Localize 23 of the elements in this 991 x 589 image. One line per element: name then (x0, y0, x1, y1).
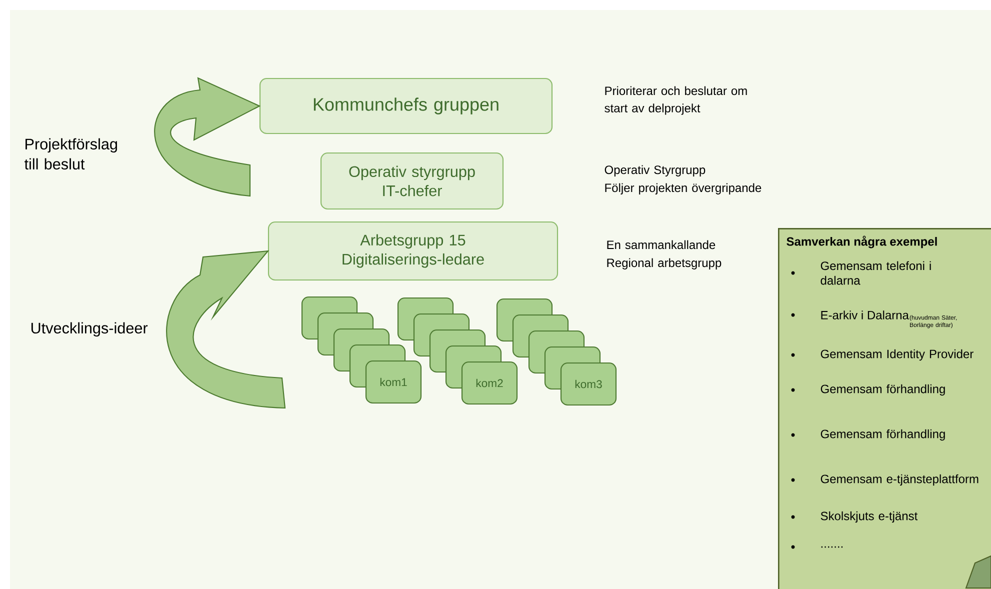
note-panel (778, 228, 991, 589)
side-note: Regional arbetsgrupp (607, 258, 722, 270)
list-item: Skolskjuts e-tjänst (820, 511, 918, 523)
list-item: E-arkiv i Dalarna (821, 310, 909, 320)
list-item: Gemensam e-tjänsteplattform (820, 474, 978, 486)
group-box: Kommunchefs gruppen (259, 78, 553, 134)
arrow-caption: Projektförslag till beslut (24, 138, 117, 170)
group-box: Arbetsgrupp 15 Digitaliserings-ledare (268, 221, 558, 281)
side-note: Operativ Styrgrupp (604, 165, 706, 176)
list-item: Gemensam telefoni i dalarna (820, 261, 931, 285)
side-note: Följer projekten övergripande (605, 183, 762, 194)
panel-heading: Samverkan några exempel (786, 236, 937, 248)
committee-box: kom1 (365, 360, 422, 404)
group-box: Operativ styrgrupp IT-chefer (320, 152, 504, 210)
list-item: Gemensam förhandling (820, 384, 945, 396)
committee-box: kom2 (461, 361, 518, 405)
side-note: Prioriterar och beslutar om start av delprojekt (604, 86, 747, 115)
side-note: En sammankallande (607, 240, 716, 250)
list-item: Gemensam Identity Provider (820, 349, 974, 361)
list-item: ....... (821, 546, 843, 548)
list-item: Gemensam förhandling (820, 429, 945, 441)
committee-box: kom3 (560, 362, 617, 406)
arrow-caption: Utvecklings-ideer (31, 322, 148, 337)
